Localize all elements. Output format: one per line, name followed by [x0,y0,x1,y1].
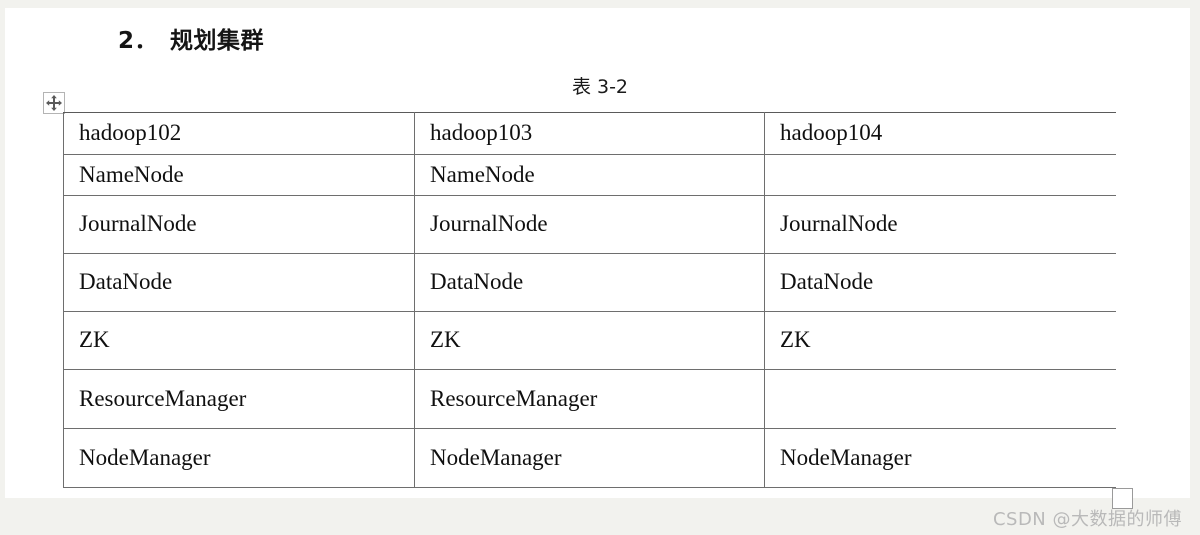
table-resize-square-icon[interactable] [1112,488,1133,509]
table-row: ZK ZK ZK [63,311,1116,370]
table-cell-zk-3[interactable]: ZK [764,311,1116,370]
csdn-watermark: CSDN @大数据的师傅 [992,509,1182,530]
table-move-handle-icon[interactable] [43,92,65,114]
table-cell-journalnode-3[interactable]: JournalNode [764,195,1116,254]
table-row: NodeManager NodeManager NodeManager [63,428,1116,488]
table-row: DataNode DataNode DataNode [63,253,1116,312]
table-cell-namenode-2[interactable]: NameNode [414,154,765,196]
table-cell-datanode-2[interactable]: DataNode [414,253,765,312]
table-cell-nodemanager-1[interactable]: NodeManager [63,428,415,488]
table-cell-nodemanager-2[interactable]: NodeManager [414,428,765,488]
table-cell-journalnode-2[interactable]: JournalNode [414,195,765,254]
table-cell-host-3[interactable]: hadoop104 [764,112,1116,155]
table-caption: 表 3-2 [5,72,1185,99]
table-caption-text: 表 3-2 [571,76,629,98]
table-cell-host-2[interactable]: hadoop103 [414,112,765,155]
table-cell-resourcemanager-3[interactable] [764,369,1116,429]
table-cell-resourcemanager-2[interactable]: ResourceManager [414,369,765,429]
table-cell-namenode-3[interactable] [764,154,1116,196]
section-heading: 2． 规划集群 [118,28,265,54]
document-page: 2． 规划集群 表 3-2 [5,8,1190,509]
table-row: ResourceManager ResourceManager [63,369,1116,429]
table-cell-journalnode-1[interactable]: JournalNode [63,195,415,254]
cluster-plan-table-wrapper: hadoop102 hadoop103 hadoop104 NameNode N… [63,112,1116,488]
table-cell-host-1[interactable]: hadoop102 [63,112,415,155]
table-cell-namenode-1[interactable]: NameNode [63,154,415,196]
table-cell-datanode-3[interactable]: DataNode [764,253,1116,312]
table-row: hadoop102 hadoop103 hadoop104 [63,112,1116,155]
table-cell-zk-1[interactable]: ZK [63,311,415,370]
table-row: NameNode NameNode [63,154,1116,196]
table-cell-resourcemanager-1[interactable]: ResourceManager [63,369,415,429]
table-cell-zk-2[interactable]: ZK [414,311,765,370]
table-row: JournalNode JournalNode JournalNode [63,195,1116,254]
cluster-plan-table: hadoop102 hadoop103 hadoop104 NameNode N… [63,112,1116,488]
table-body: hadoop102 hadoop103 hadoop104 NameNode N… [63,112,1116,488]
table-cell-nodemanager-3[interactable]: NodeManager [764,428,1116,488]
table-cell-datanode-1[interactable]: DataNode [63,253,415,312]
